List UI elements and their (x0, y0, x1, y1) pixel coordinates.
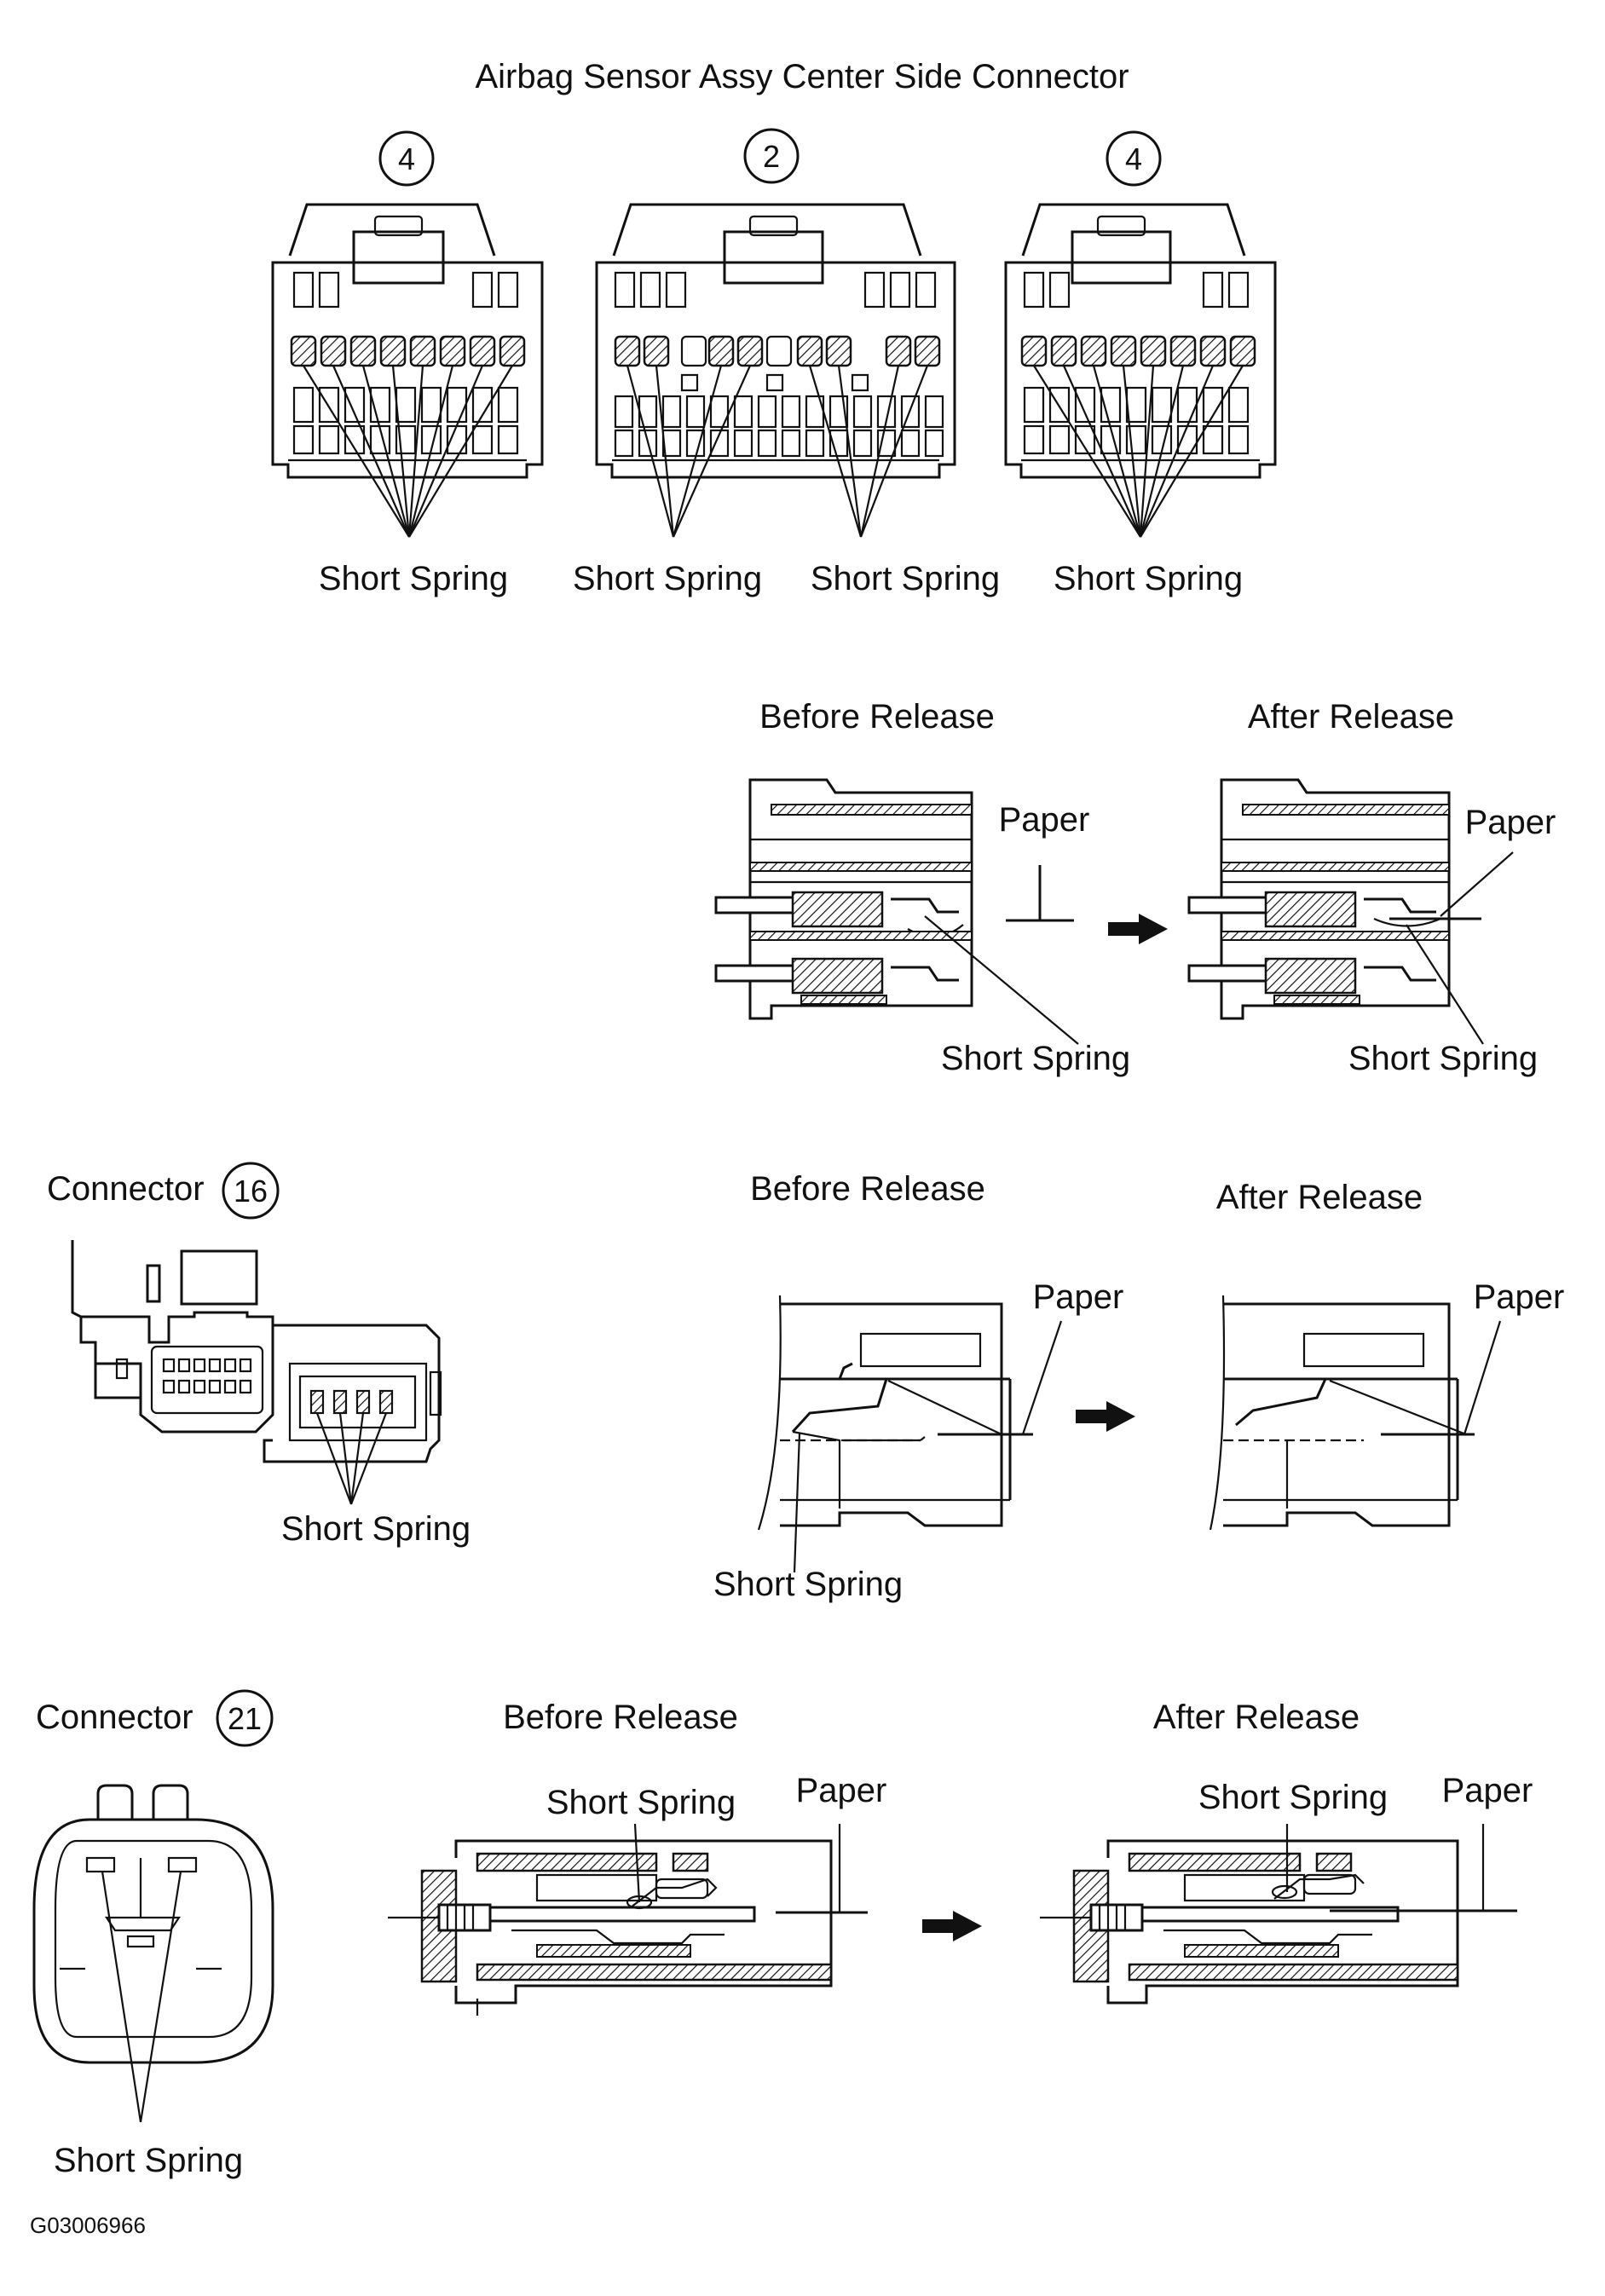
before-release-label: Before Release (503, 1699, 738, 1736)
arrow-right-icon (1076, 1401, 1135, 1432)
connector-number-4-right: 4 (1125, 141, 1142, 176)
paper-label: Paper (796, 1772, 887, 1809)
diagram-title: Airbag Sensor Assy Center Side Connector (475, 58, 1129, 95)
connector-number-4-left: 4 (398, 141, 415, 176)
connector-number-16: 16 (234, 1174, 268, 1209)
paper-label: Paper (1033, 1278, 1124, 1316)
short-spring-label: Short Spring (319, 560, 508, 597)
connector-16-label: Connector (47, 1170, 205, 1208)
short-spring-label: Short Spring (573, 560, 762, 597)
after-release-label: After Release (1248, 698, 1454, 736)
arrow-right-icon (922, 1911, 982, 1941)
short-spring-label: Short Spring (941, 1040, 1130, 1077)
section-top-release: Before Release After Release Paper Short… (714, 698, 1556, 1077)
short-spring-label: Short Spring (54, 2142, 243, 2179)
connector-4-right: 4 (1004, 130, 1277, 597)
short-spring-label: Short Spring (281, 1510, 471, 1548)
cross-section-before (388, 1823, 868, 2016)
short-spring-leaders (1033, 365, 1244, 538)
connector-number-circle (216, 1689, 274, 1747)
connector-21-drawing (32, 1784, 274, 2123)
connector-2-center: 2 (573, 128, 1000, 597)
before-release-label: Before Release (750, 1170, 985, 1208)
figure-id: G03006966 (30, 2212, 146, 2238)
connector-4-left: 4 (271, 130, 544, 597)
cross-section-after (1187, 778, 1514, 1045)
short-spring-label: Short Spring (1198, 1779, 1388, 1816)
short-spring-leaders (626, 365, 929, 538)
connector-16-section: Connector 16 (47, 1162, 1565, 1603)
connector-number-2: 2 (763, 139, 780, 174)
short-spring-label: Short Spring (546, 1784, 736, 1821)
connector-21-label: Connector (36, 1699, 193, 1736)
cross-section-after (1040, 1824, 1517, 2005)
cross-section-before (757, 1295, 1063, 1573)
short-spring-label: Short Spring (713, 1566, 903, 1603)
paper-label: Paper (999, 801, 1090, 839)
short-spring-label: Short Spring (1054, 560, 1243, 597)
short-spring-leaders (303, 365, 513, 538)
after-release-label: After Release (1153, 1699, 1360, 1736)
cross-section-after (1209, 1295, 1502, 1531)
connector-number-circle (222, 1162, 280, 1220)
short-spring-label: Short Spring (1348, 1040, 1538, 1077)
paper-label: Paper (1465, 804, 1556, 841)
paper-label: Paper (1474, 1278, 1565, 1316)
after-release-label: After Release (1216, 1179, 1423, 1216)
connector-21-section: Connector 21 Short Spring Before Release… (32, 1689, 1533, 2179)
connector-number-circle (743, 128, 800, 184)
connector-number-circle (378, 130, 435, 187)
paper-label: Paper (1442, 1772, 1533, 1809)
before-release-label: Before Release (759, 698, 995, 736)
cross-section-before (714, 778, 1079, 1045)
connector-number-21: 21 (228, 1701, 262, 1736)
connector-number-circle (1106, 130, 1162, 187)
arrow-right-icon (1108, 914, 1168, 944)
cavity-grid (290, 271, 526, 455)
connector-16-drawing (71, 1240, 442, 1505)
cavity-grid (1020, 271, 1256, 455)
cavity-grid (614, 271, 944, 458)
short-spring-label: Short Spring (811, 560, 1000, 597)
